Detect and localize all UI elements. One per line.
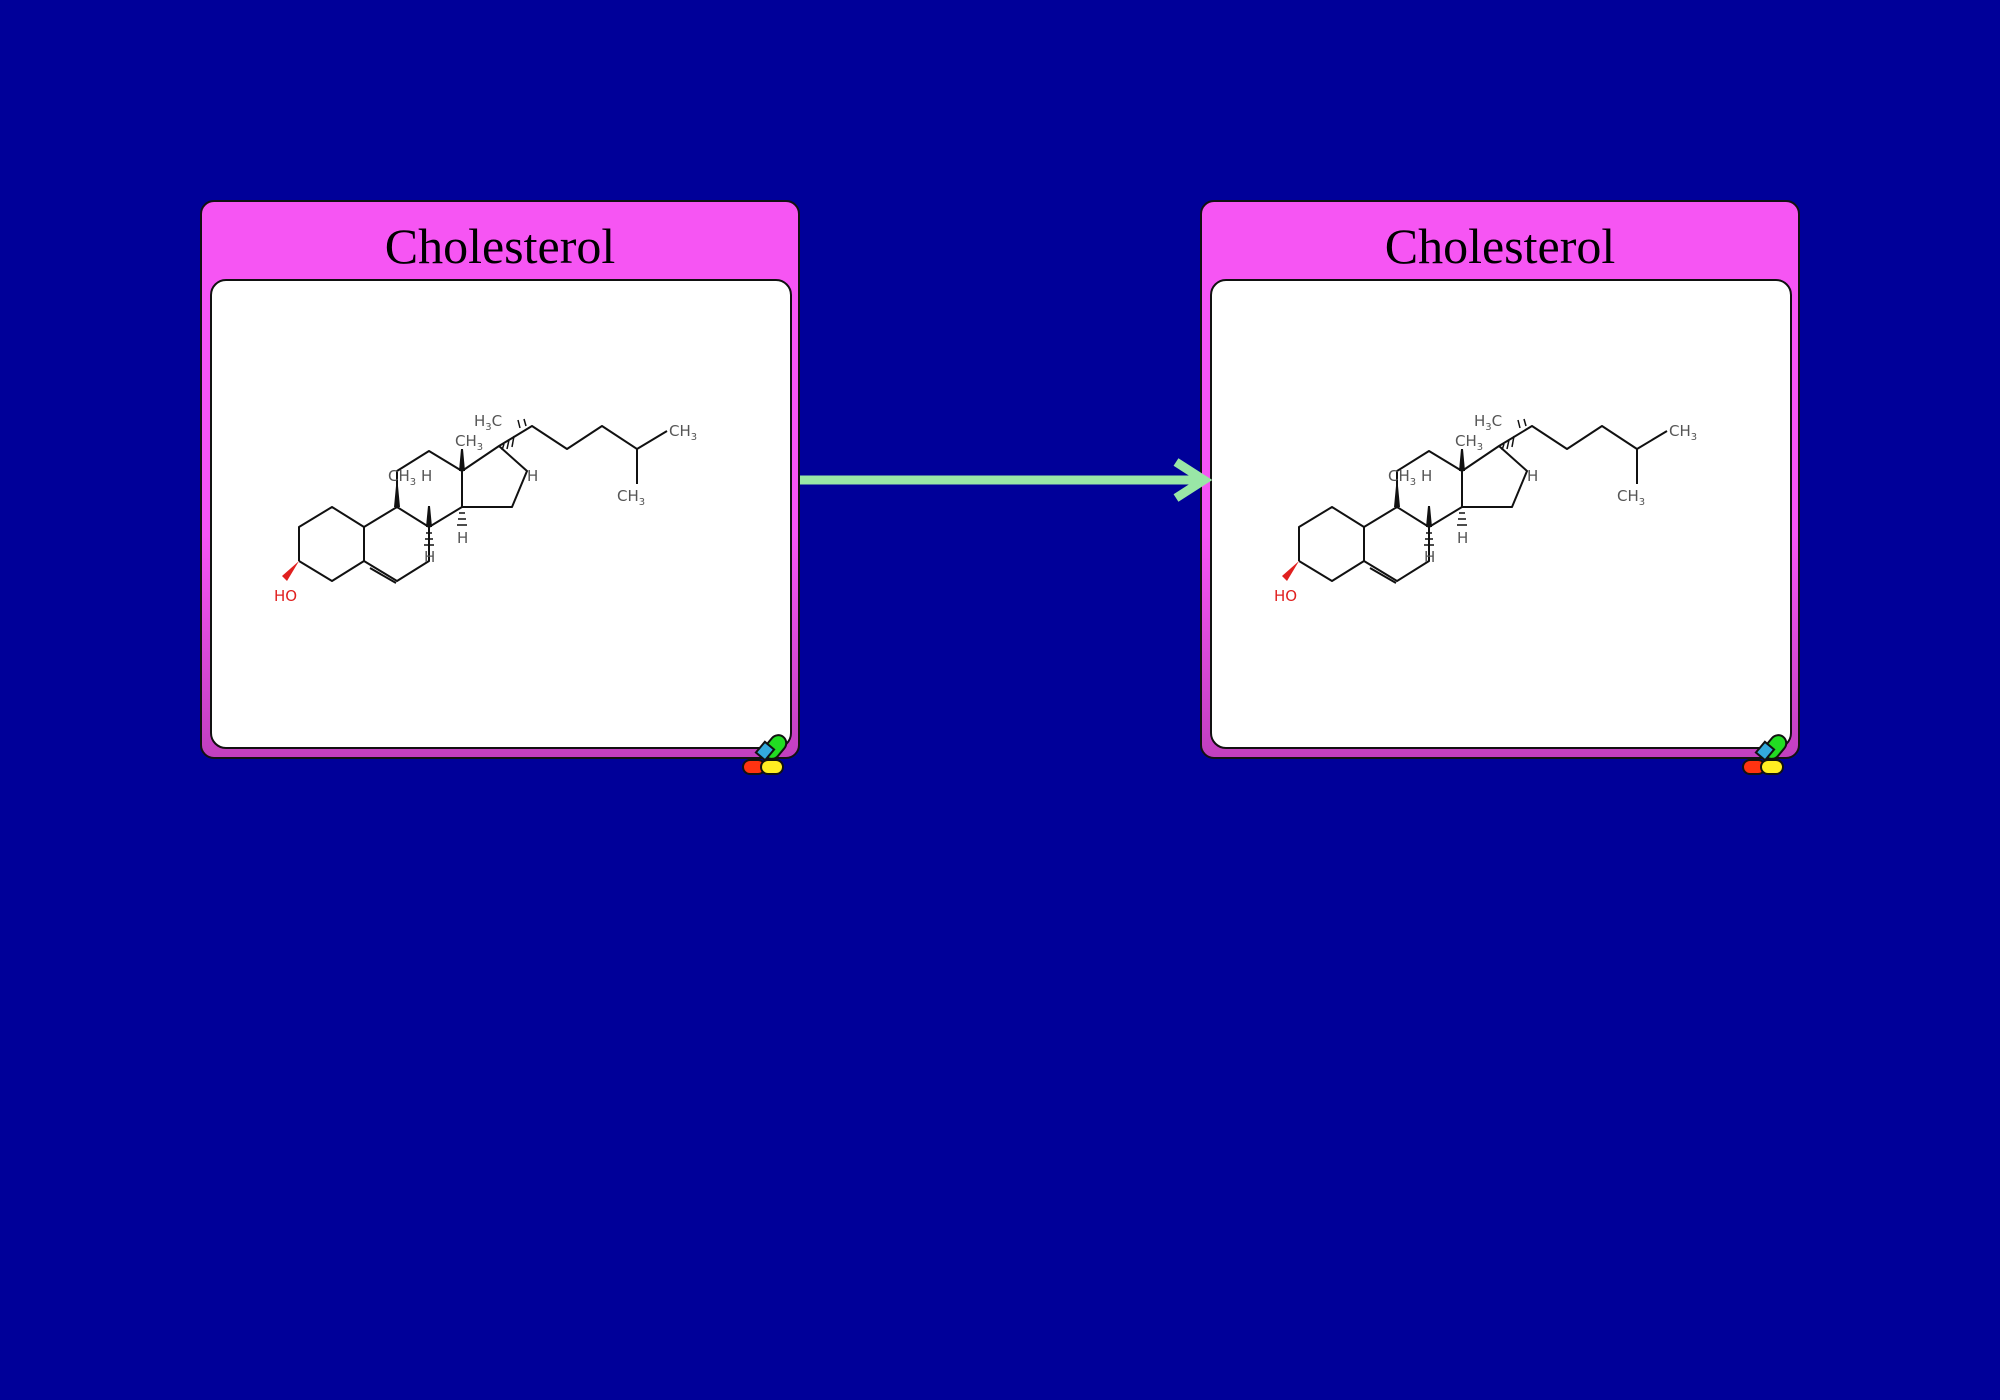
stereo-wedges — [394, 449, 465, 527]
atom-label-h3c: H3C — [474, 412, 502, 433]
atom-labels: HO CH3 CH3 H H H H H3C CH3 CH3 — [274, 412, 697, 605]
atom-label-h-c8: H — [421, 467, 432, 485]
molecule-skeleton — [1298, 425, 1668, 584]
edge-arrowhead — [1173, 458, 1213, 502]
atom-labels: HO CH3 CH3 H H H H H3C CH3 CH3 — [1274, 412, 1697, 605]
atom-label-ch3-c13: CH3 — [455, 432, 483, 453]
atom-label-h-c9: H — [424, 548, 435, 566]
molecule-skeleton — [298, 425, 668, 584]
stereo-hashes — [424, 418, 527, 546]
atom-label-h3c: H3C — [1474, 412, 1502, 433]
atom-label-ch3-c27: CH3 — [617, 487, 645, 508]
atom-label-ch3-c10: CH3 — [388, 467, 416, 488]
drug-pill-icon[interactable] — [741, 732, 791, 778]
stereo-wedges — [1394, 449, 1465, 527]
atom-label-h-c9: H — [1424, 548, 1435, 566]
node-title: Cholesterol — [384, 218, 616, 274]
metabolite-node-cholesterol-left[interactable]: Cholesterol — [200, 200, 800, 759]
ho-wedge — [1282, 561, 1299, 581]
drug-pill-icon[interactable] — [1741, 732, 1791, 778]
atom-label-ch3-c26: CH3 — [1669, 422, 1697, 443]
ho-wedge — [282, 561, 299, 581]
stereo-hashes — [1424, 418, 1527, 546]
atom-label-ho: HO — [274, 587, 297, 605]
atom-label-h-c8: H — [1421, 467, 1432, 485]
atom-label-h-c17: H — [527, 467, 538, 485]
atom-label-ch3-c10: CH3 — [1388, 467, 1416, 488]
metabolite-node-cholesterol-right[interactable]: Cholesterol — [1200, 200, 1800, 759]
node-title: Cholesterol — [1384, 218, 1616, 274]
atom-label-h-c17: H — [1527, 467, 1538, 485]
structure-panel: HO CH3 CH3 H H H H H3C CH3 CH3 — [210, 279, 792, 749]
atom-label-ch3-c13: CH3 — [1455, 432, 1483, 453]
atom-label-h-c14: H — [457, 529, 468, 547]
atom-label-h-c14: H — [1457, 529, 1468, 547]
atom-label-ch3-c26: CH3 — [669, 422, 697, 443]
atom-label-ho: HO — [1274, 587, 1297, 605]
atom-label-ch3-c27: CH3 — [1617, 487, 1645, 508]
cholesterol-structure: HO CH3 CH3 H H H H H3C CH3 CH3 — [274, 412, 697, 605]
structure-panel: HO CH3 CH3 H H H H H3C CH3 CH3 — [1210, 279, 1792, 749]
cholesterol-structure: HO CH3 CH3 H H H H H3C CH3 CH3 — [1274, 412, 1697, 605]
